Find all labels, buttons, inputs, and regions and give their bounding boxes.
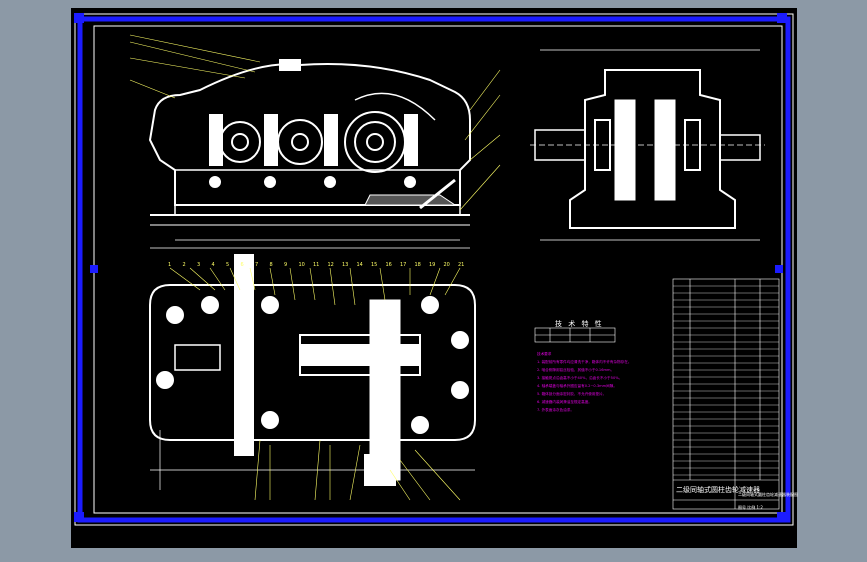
part-number-label: 20 (444, 262, 450, 268)
part-number-label: 7 (255, 262, 258, 268)
part-number-label: 2 (183, 262, 186, 268)
part-number-label: 3 (197, 262, 200, 268)
part-number-label: 9 (284, 262, 287, 268)
part-number-label: 15 (371, 262, 377, 268)
part-number-label: 18 (415, 262, 421, 268)
frame-handle[interactable] (74, 512, 84, 522)
part-number-label: 4 (212, 262, 215, 268)
technical-note: 7. 外表面涂灰色油漆。 (537, 408, 574, 412)
part-number-label: 13 (342, 262, 348, 268)
part-number-label: 6 (241, 262, 244, 268)
title-block-sheet-info: 图号 比例 1:2 (738, 505, 763, 510)
parts-list (672, 278, 780, 510)
part-number-label: 17 (400, 262, 406, 268)
top-view-leaders (169, 267, 461, 501)
part-number-label: 21 (458, 262, 464, 268)
tech-spec-table (534, 327, 616, 343)
frame-handle[interactable] (777, 512, 787, 522)
part-number-label: 16 (386, 262, 392, 268)
technical-note: 1. 装配前所有零件均应清洗干净，箱体内不许有杂物存在。 (537, 360, 632, 364)
technical-note: 4. 轴承端盖与轴承外圈应留有0.2~0.3mm间隙。 (537, 384, 617, 388)
title-block-title: 二级同轴式圆柱齿轮减速器 (676, 486, 760, 494)
tech-spec-heading: 技 术 特 性 (555, 320, 604, 328)
frame-handle[interactable] (775, 265, 783, 273)
part-number-label: 10 (299, 262, 305, 268)
part-number-label: 1 (168, 262, 171, 268)
technical-note: 6. 减速器内装润滑油至规定高度。 (537, 400, 592, 404)
top-view (149, 254, 476, 490)
front-view-leaders (129, 34, 501, 211)
technical-note: 2. 啮合侧隙用铅丝检验，其值不小于0.16mm。 (537, 368, 615, 372)
frame-handle[interactable] (777, 13, 787, 23)
technical-note: 5. 箱体剖分面涂密封胶，不允许使用垫片。 (537, 392, 607, 396)
side-view (530, 49, 765, 241)
frame-handle[interactable] (74, 13, 84, 23)
technical-note: 3. 接触斑点沿齿高不小于40%，沿齿长不小于50%。 (537, 376, 623, 380)
part-number-label: 8 (270, 262, 273, 268)
frame-handle[interactable] (90, 265, 98, 273)
front-view (148, 59, 471, 249)
technical-note: 技术要求 (537, 352, 552, 356)
part-number-label: 12 (328, 262, 334, 268)
part-number-label: 5 (226, 262, 229, 268)
part-number-label: 19 (429, 262, 435, 268)
drawing-sheet (71, 8, 797, 548)
outer-border (74, 13, 794, 526)
part-number-label: 11 (313, 262, 319, 268)
part-number-label: 14 (357, 262, 363, 268)
parts-list-rows (673, 285, 779, 476)
title-block-drawing-name: 二级同轴式圆柱齿轮减速器装配图 (738, 492, 798, 497)
drawing-frame (77, 16, 791, 523)
